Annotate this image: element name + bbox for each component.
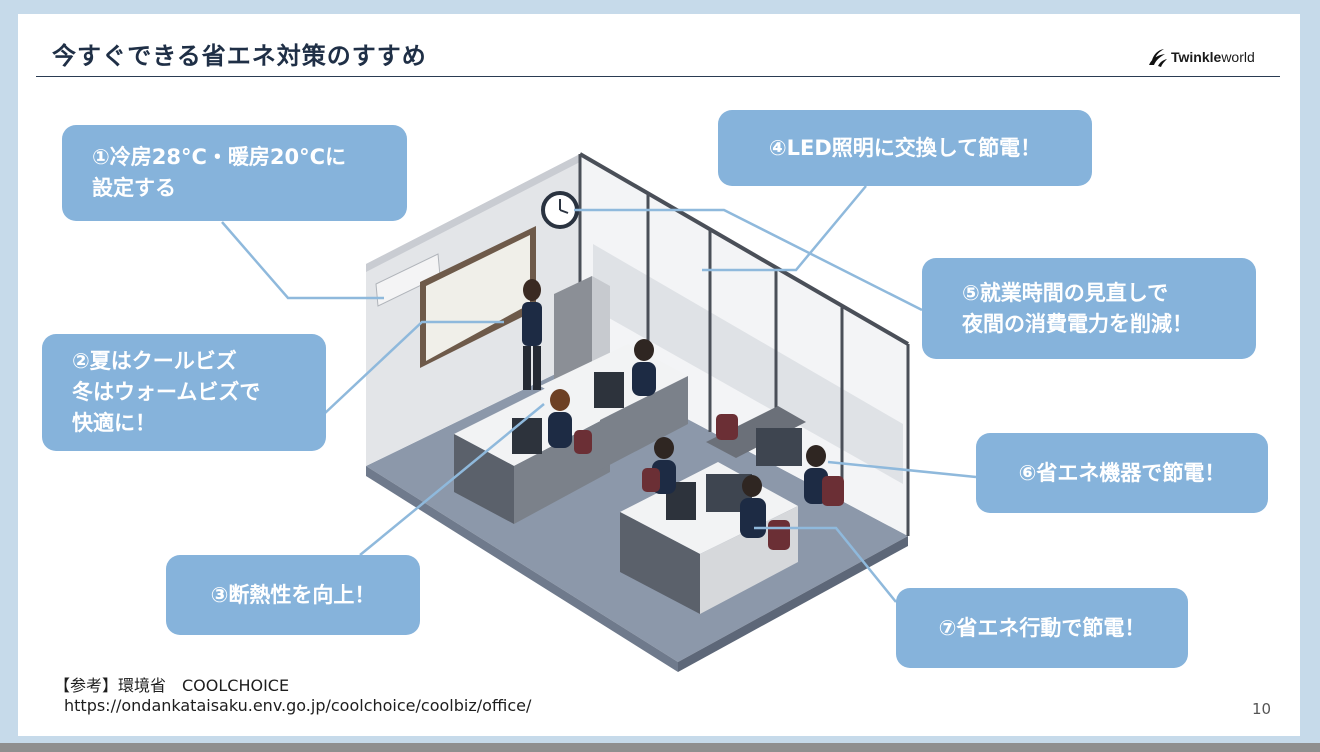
callout-efficient-equipment: ⑥省エネ機器で節電！	[976, 433, 1268, 513]
callout-insulation: ③断熱性を向上！	[166, 555, 420, 635]
callout-temperature-setting: ①冷房28°C・暖房20°Cに 設定する	[62, 125, 407, 221]
slide: 今すぐできる省エネ対策のすすめ Twinkleworld	[18, 14, 1300, 736]
reference-label: 【参考】環境省 COOLCHOICE	[54, 676, 290, 695]
callout-energy-actions: ⑦省エネ行動で節電！	[896, 588, 1188, 668]
title-divider	[36, 76, 1280, 77]
callout-line: 設定する	[92, 176, 176, 200]
reference-note: 【参考】環境省 COOLCHOICE https://ondankataisak…	[54, 676, 531, 716]
bottom-scrollbar-strip	[0, 743, 1320, 752]
callout-working-hours: ⑤就業時間の見直しで 夜間の消費電力を削減！	[922, 258, 1256, 359]
callout-line: 冬はウォームビズで	[72, 380, 261, 404]
page-number: 10	[1252, 700, 1272, 718]
callout-line: ⑥省エネ機器で節電！	[1018, 460, 1226, 485]
callout-line: ⑤就業時間の見直しで	[962, 280, 1169, 305]
callout-line: 快適に！	[72, 411, 156, 435]
callout-line: ①冷房28°C・暖房20°Cに	[92, 145, 347, 169]
callout-led-lighting: ④LED照明に交換して節電！	[718, 110, 1092, 186]
page-title: 今すぐできる省エネ対策のすすめ	[52, 42, 427, 70]
callout-coolbiz-warmbiz: ②夏はクールビズ 冬はウォームビズで 快適に！	[42, 334, 326, 451]
twinkle-swirl-icon	[1149, 49, 1167, 67]
logo-text: Twinkleworld	[1171, 49, 1255, 65]
callout-line: ④LED照明に交換して節電！	[768, 135, 1042, 160]
callout-line: ③断熱性を向上！	[210, 582, 376, 607]
callout-line: ②夏はクールビズ	[72, 349, 237, 373]
office-illustration	[221, 152, 977, 672]
reference-url[interactable]: https://ondankataisaku.env.go.jp/coolcho…	[64, 696, 532, 715]
callout-line: ⑦省エネ行動で節電！	[938, 615, 1146, 640]
callout-line: 夜間の消費電力を削減！	[962, 311, 1193, 336]
company-logo: Twinkleworld	[1146, 46, 1255, 68]
